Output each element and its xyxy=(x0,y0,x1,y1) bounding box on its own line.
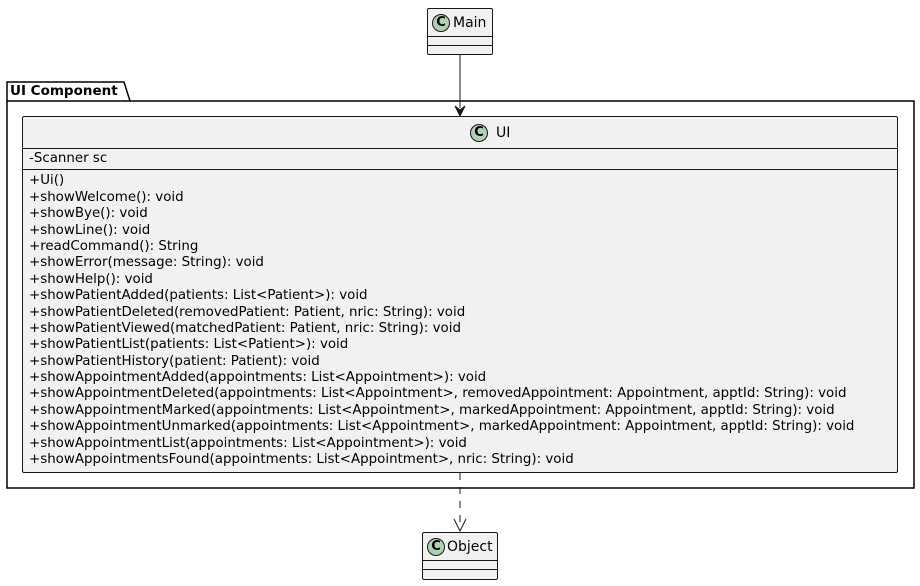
method: +Ui() xyxy=(29,173,65,189)
class-main-methods xyxy=(428,46,492,54)
class-ui-header: C UI xyxy=(23,117,897,149)
class-main-header: C Main xyxy=(428,9,492,37)
class-object-name: Object xyxy=(447,539,493,555)
class-main-name: Main xyxy=(453,15,487,31)
class-ui-name: UI xyxy=(496,125,511,141)
method: +showPatientAdded(patients: List<Patient… xyxy=(29,288,368,304)
class-object-header: C Object xyxy=(423,533,497,561)
class-icon: C xyxy=(427,538,445,556)
method: +showBye(): void xyxy=(29,206,148,222)
class-ui[interactable]: C UI -Scanner sc +Ui() +showWelcome(): v… xyxy=(22,116,898,473)
method: +showError(message: String): void xyxy=(29,255,264,271)
method: +showAppointmentMarked(appointments: Lis… xyxy=(29,402,835,418)
method: +showHelp(): void xyxy=(29,271,153,287)
method: +showPatientList(patients: List<Patient>… xyxy=(29,337,349,353)
method: +showLine(): void xyxy=(29,222,151,238)
method: +showPatientDeleted(removedPatient: Pati… xyxy=(29,304,466,320)
method: +showAppointmentUnmarked(appointments: L… xyxy=(29,419,855,435)
package-frame xyxy=(6,81,915,489)
method: +showPatientViewed(matchedPatient: Patie… xyxy=(29,320,461,336)
method: +showAppointmentsFound(appointments: Lis… xyxy=(29,452,574,468)
class-ui-attributes: -Scanner sc xyxy=(23,149,897,171)
method: +showAppointmentList(appointments: List<… xyxy=(29,435,467,451)
class-icon: C xyxy=(432,14,450,32)
class-main[interactable]: C Main xyxy=(427,8,493,55)
method: +readCommand(): String xyxy=(29,238,199,254)
class-object-methods xyxy=(423,570,497,578)
ui-to-object-arrowhead xyxy=(453,518,467,533)
class-ui-methods: +Ui() +showWelcome(): void +showBye(): v… xyxy=(23,170,897,468)
method: +showPatientHistory(patient: Patient): v… xyxy=(29,353,320,369)
package-name: UI Component xyxy=(10,83,118,99)
main-to-ui-arrowhead xyxy=(454,105,466,118)
class-icon: C xyxy=(470,124,488,142)
method: +showAppointmentDeleted(appointments: Li… xyxy=(29,386,847,402)
class-main-attrs xyxy=(428,37,492,46)
method: +showWelcome(): void xyxy=(29,189,184,205)
method: +showAppointmentAdded(appointments: List… xyxy=(29,370,487,386)
class-object-attrs xyxy=(423,561,497,570)
class-object[interactable]: C Object xyxy=(422,532,498,580)
attribute: -Scanner sc xyxy=(29,151,108,166)
